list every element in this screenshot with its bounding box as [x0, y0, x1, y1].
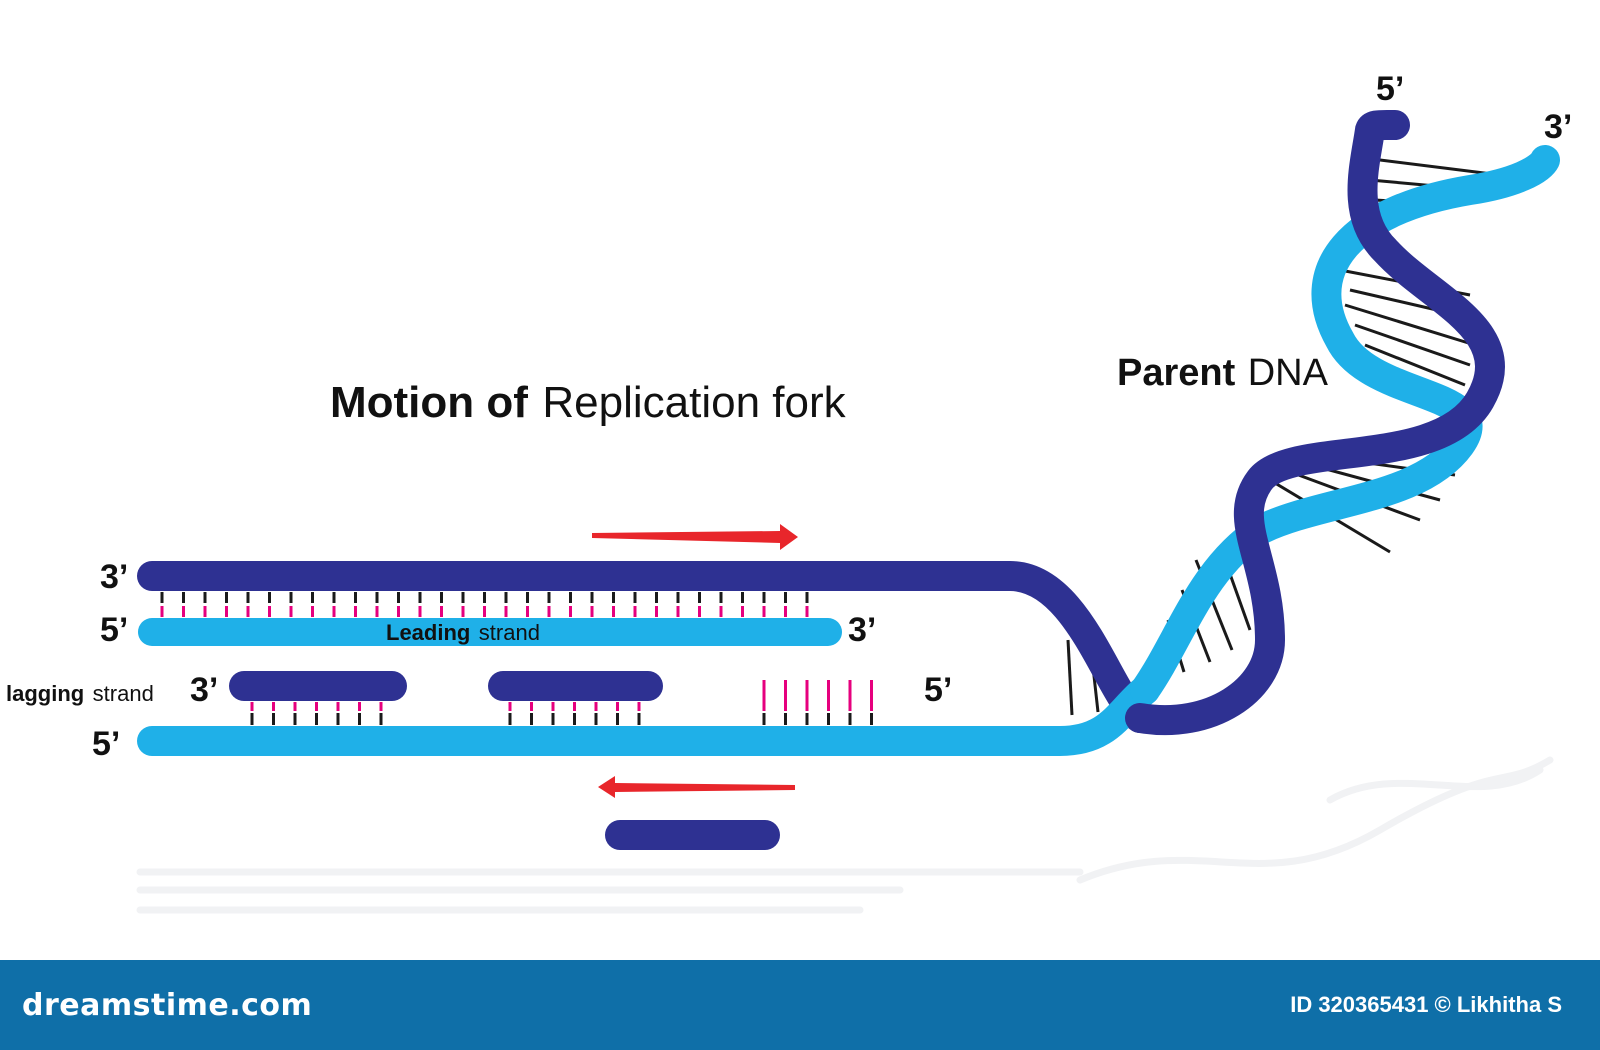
- helix-rung: [1066, 639, 1074, 716]
- helix-rung: [1364, 343, 1466, 387]
- helix-dark-end: 5’: [1376, 70, 1404, 108]
- diagram-title: Motion of Replication fork: [330, 378, 847, 427]
- helix-light-end: 3’: [1544, 108, 1572, 146]
- leading-strand-label: Leading strand: [386, 620, 540, 645]
- lagging-direction-arrow: [598, 776, 795, 798]
- bottom-strand-left-end: 5’: [92, 725, 120, 763]
- helix-rung: [1354, 323, 1471, 367]
- top-strand-left-end: 3’: [100, 558, 128, 596]
- lagging-right-end: 5’: [924, 671, 952, 709]
- background-shadow: [136, 756, 1554, 914]
- replication-fork-diagram: Motion of Replication fork Parent DNA Le…: [6, 70, 1572, 914]
- leading-right-end: 3’: [848, 611, 876, 649]
- footer-credit: ID 320365431 © Likhitha S: [1290, 992, 1562, 1017]
- leading-left-end: 5’: [100, 611, 128, 649]
- lagging-left-end: 3’: [190, 671, 218, 709]
- parent-dna-label: Parent DNA: [1117, 352, 1329, 394]
- leading-base-pairs: [160, 592, 809, 617]
- footer-bar: dreamstime.com ID 320365431 © Likhitha S: [0, 960, 1600, 1050]
- helix-rung: [1344, 303, 1476, 347]
- helix-strand-dark: [1125, 109, 1505, 736]
- lagging-base-pairs: [250, 680, 873, 725]
- helix-strand-light: [1130, 145, 1560, 705]
- footer-brand[interactable]: dreamstime.com: [22, 987, 313, 1023]
- fork-direction-arrow: [592, 524, 798, 550]
- lagging-strand-label: lagging strand: [6, 681, 154, 706]
- helix-rung: [1379, 158, 1501, 177]
